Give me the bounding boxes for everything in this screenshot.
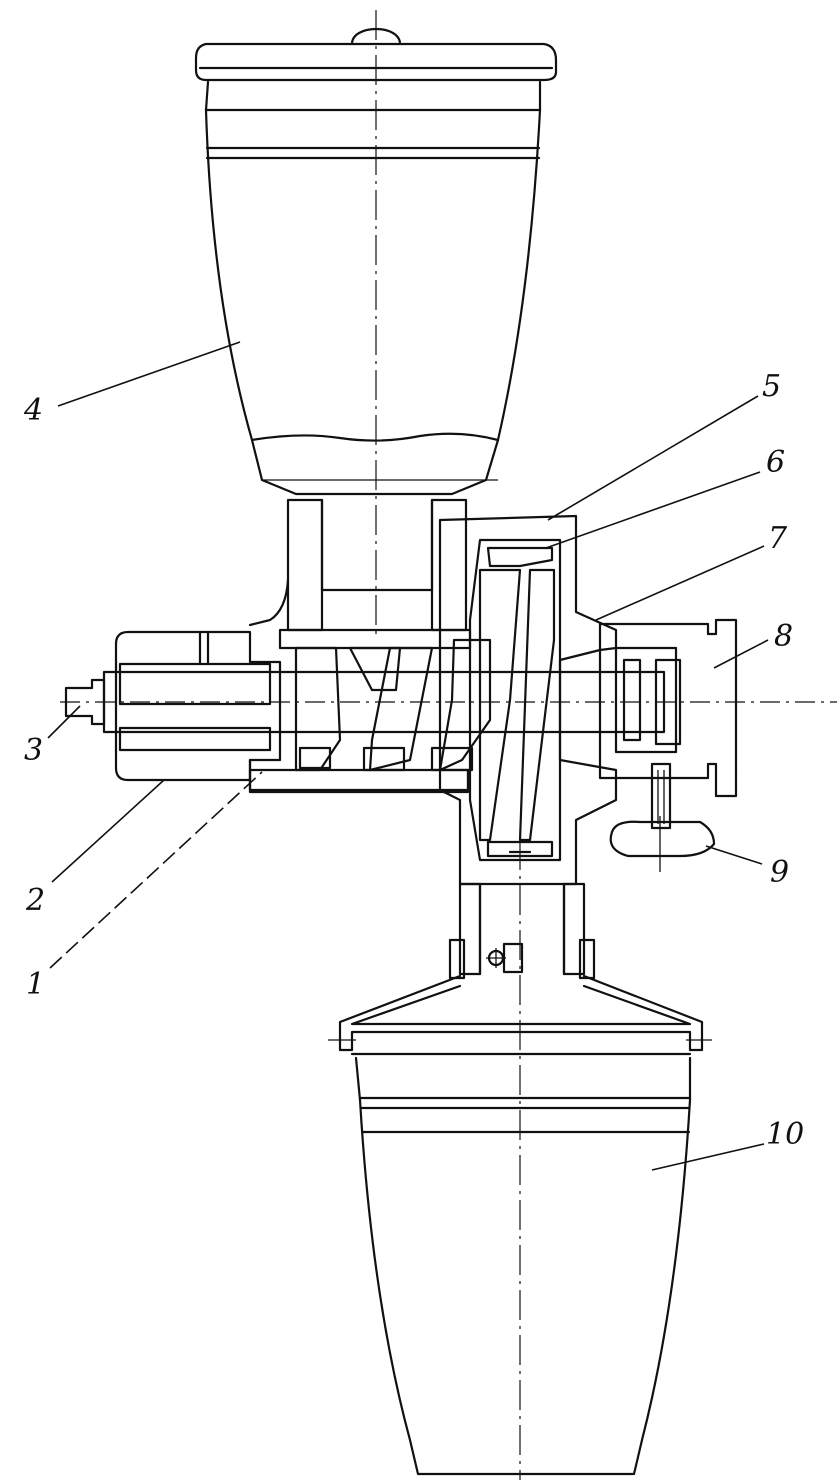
callout-label-3: 3 [24, 733, 43, 768]
leader-4 [57, 341, 241, 407]
leader-lines [47, 341, 769, 1171]
leader-8 [713, 639, 769, 669]
collection-container [328, 974, 712, 1476]
leader-7 [595, 545, 765, 621]
leader-10 [651, 1143, 765, 1171]
adjustment-cap [598, 618, 738, 798]
callout-label-10: 10 [766, 1117, 804, 1152]
callout-label-1: 1 [26, 967, 45, 1002]
housing [114, 628, 472, 794]
leader-1 [49, 771, 263, 969]
callout-label-7: 7 [768, 521, 788, 556]
leader-5 [547, 395, 759, 521]
adjustment-knob [609, 762, 716, 872]
feed-neck [248, 498, 468, 632]
outlet-spout [448, 882, 596, 980]
callout-label-4: 4 [23, 393, 43, 428]
leader-6 [545, 471, 761, 549]
callout-label-9: 9 [770, 855, 789, 890]
hopper [194, 27, 558, 496]
auger-screw [60, 638, 837, 772]
callout-label-5: 5 [762, 369, 781, 404]
leader-2 [51, 779, 165, 883]
callout-label-2: 2 [25, 883, 45, 918]
callout-label-6: 6 [766, 445, 785, 480]
leader-3 [47, 705, 81, 739]
leader-9 [705, 845, 763, 865]
callout-label-8: 8 [774, 619, 793, 654]
